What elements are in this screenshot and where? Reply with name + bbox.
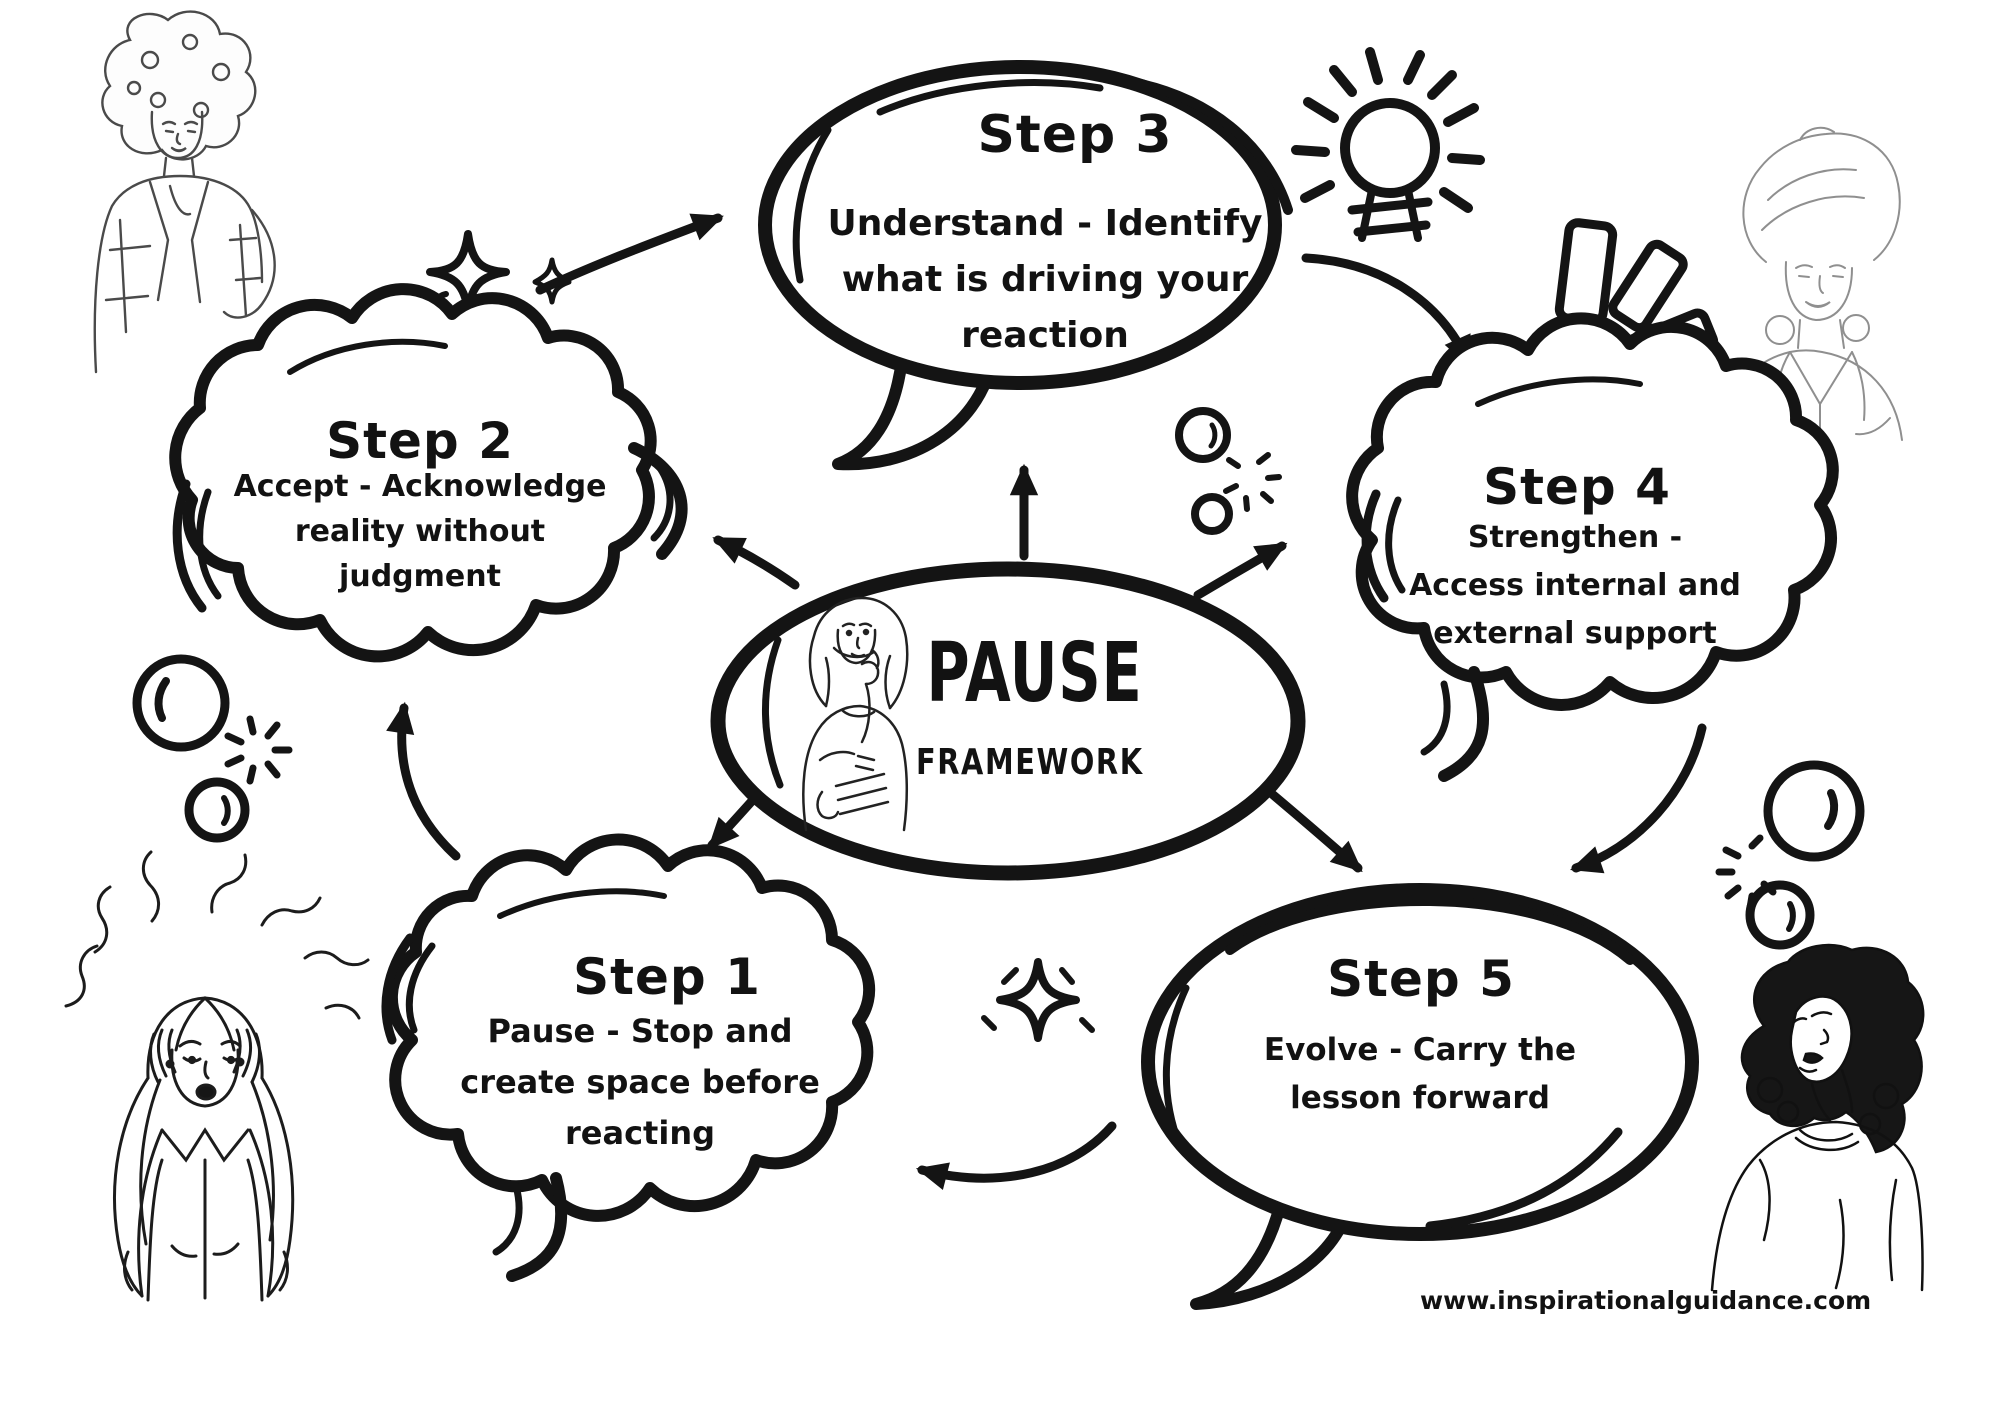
- website-url: www.inspirationalguidance.com: [1420, 1286, 1872, 1315]
- speech-bubble-step4: [1346, 312, 1839, 782]
- framework-title: PAUSE: [926, 626, 1143, 721]
- arrow-center-to-step4: [1193, 541, 1288, 600]
- arrow-step1-to-step2: [386, 701, 461, 861]
- bubble-doodle-middle: [1175, 407, 1282, 535]
- step4-label: Step 4: [1483, 458, 1671, 516]
- arrow-center-to-step5: [1260, 783, 1363, 873]
- step2-label: Step 2: [326, 412, 514, 470]
- woman-headwrap-top-right-illustration: [1721, 126, 1903, 443]
- arrow-step3-to-step4: [1301, 253, 1473, 368]
- step1-label: Step 1: [573, 948, 761, 1006]
- bubble-doodle-left: [132, 654, 293, 843]
- arrow-step2-to-step3: [535, 213, 724, 295]
- speech-bubble-step5: [1141, 883, 1699, 1310]
- speech-bubble-step2: [169, 283, 688, 663]
- stressed-woman-bottom-left-illustration: [64, 850, 370, 1302]
- arrow-center-to-step2: [712, 535, 800, 590]
- sparkle-icon-bottom: [981, 958, 1095, 1042]
- step4-body: Strengthen - Access internal and externa…: [1409, 520, 1741, 651]
- step1-body: Pause - Stop and create space before rea…: [460, 1012, 820, 1153]
- step5-body: Evolve - Carry the lesson forward: [1263, 1032, 1577, 1117]
- speech-bubble-step1: [381, 833, 876, 1282]
- center-ellipse: [710, 561, 1306, 881]
- lightbulb-icon: [1291, 47, 1485, 242]
- step5-label: Step 5: [1327, 950, 1515, 1008]
- step3-label: Step 3: [977, 105, 1173, 165]
- thinking-woman-center-illustration: [802, 596, 909, 832]
- bubble-doodle-right: [1715, 760, 1865, 950]
- arrow-step4-to-step5: [1570, 723, 1707, 874]
- step2-body: Accept - Acknowledge reality without jud…: [233, 469, 607, 594]
- step3-body: Understand - Identify what is driving yo…: [827, 203, 1263, 356]
- woman-afro-top-left-illustration: [93, 10, 276, 374]
- arrow-step5-to-step1: [915, 1121, 1117, 1190]
- speech-bubble-step3: [758, 60, 1293, 471]
- woman-cap-bottom-right-illustration: [1710, 943, 1925, 1292]
- framework-subtitle: FRAMEWORK: [916, 742, 1144, 783]
